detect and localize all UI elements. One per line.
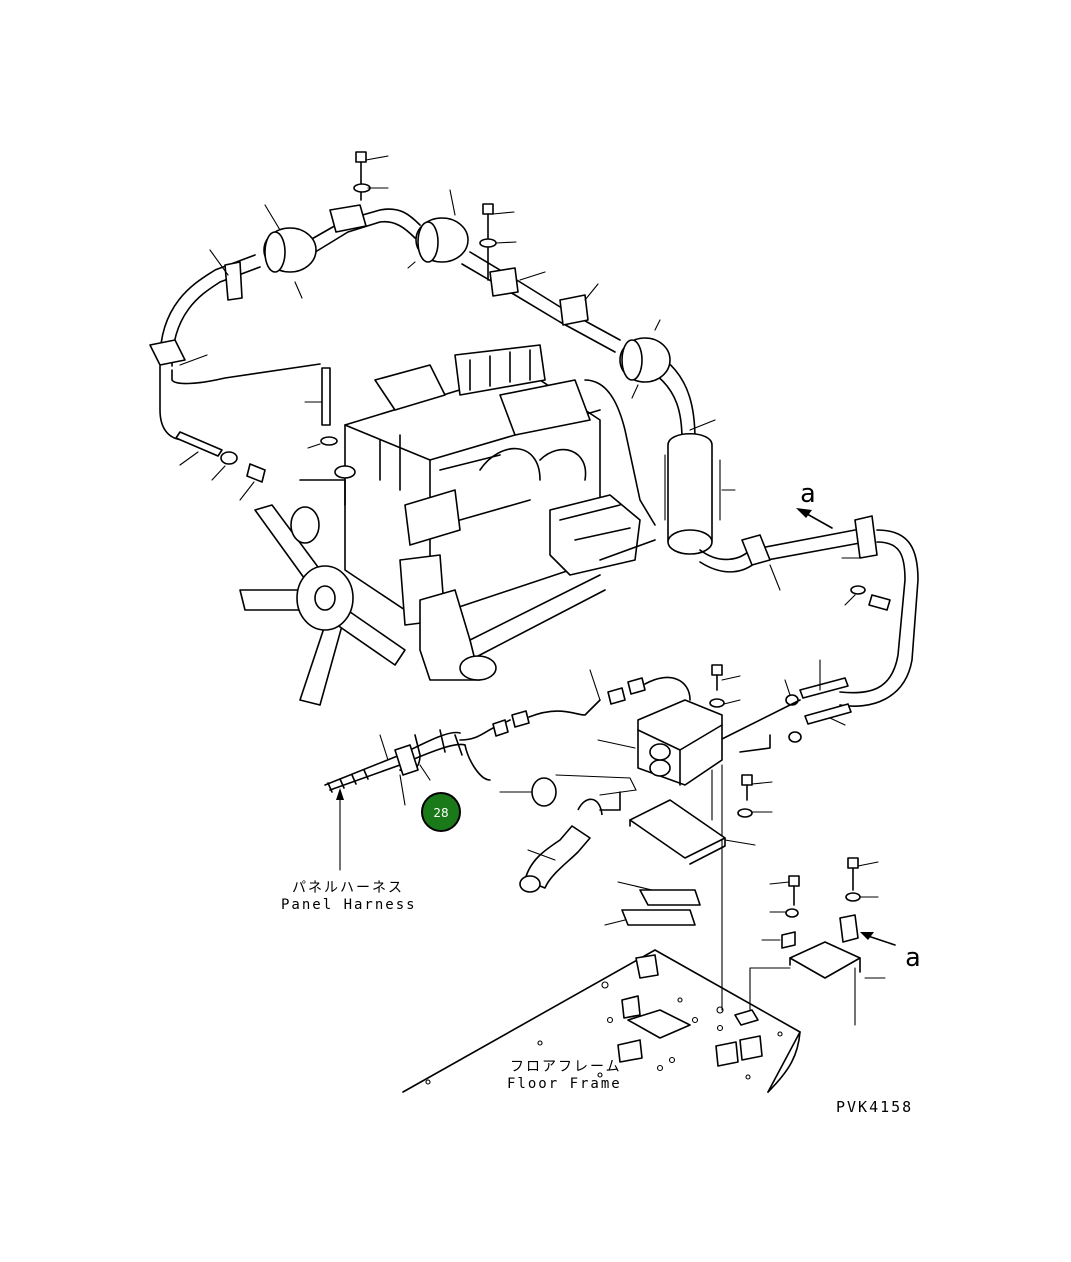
pipe bbox=[321, 367, 331, 426]
clamp bbox=[224, 261, 243, 301]
pad bbox=[621, 909, 696, 926]
panel-harness bbox=[324, 669, 691, 871]
connector bbox=[511, 710, 530, 728]
duct-clamp bbox=[577, 798, 603, 816]
callout-badge[interactable] bbox=[421, 792, 461, 832]
clip bbox=[839, 914, 859, 943]
clamp bbox=[149, 339, 186, 366]
clamp bbox=[854, 515, 878, 559]
bolt bbox=[868, 594, 891, 611]
nut bbox=[220, 451, 238, 465]
pipe bbox=[175, 431, 223, 457]
side-bracket-assembly bbox=[749, 857, 896, 1026]
connector bbox=[607, 687, 626, 705]
callout-28[interactable]: 28 bbox=[421, 792, 461, 832]
panel-harness-label-jp: パネルハーネス bbox=[292, 880, 404, 896]
connector bbox=[492, 719, 509, 737]
view-arrow-label-bottom: a bbox=[905, 943, 921, 973]
duct-cap bbox=[531, 777, 557, 807]
clamp bbox=[489, 267, 519, 297]
panel-harness-label-en: Panel Harness bbox=[281, 897, 417, 913]
clamp bbox=[559, 294, 589, 326]
bracket bbox=[789, 941, 861, 979]
clamp bbox=[329, 204, 367, 233]
clamp bbox=[741, 534, 771, 566]
drawing-code: PVK4158 bbox=[836, 1098, 913, 1116]
view-arrow-label-top: a bbox=[800, 479, 816, 509]
floor-frame-label-jp: フロアフレーム bbox=[510, 1059, 622, 1075]
pad bbox=[639, 889, 701, 906]
washer bbox=[850, 585, 866, 595]
pipe bbox=[799, 677, 849, 699]
fitting bbox=[246, 463, 266, 483]
clip bbox=[781, 931, 796, 949]
duct-hose bbox=[524, 825, 591, 889]
floor-frame bbox=[402, 949, 801, 1093]
bolt bbox=[479, 203, 497, 281]
pipe bbox=[804, 703, 852, 725]
connector bbox=[627, 677, 646, 695]
heater-core-assembly bbox=[664, 419, 919, 753]
bolt bbox=[353, 151, 371, 201]
washer bbox=[320, 436, 338, 446]
callout-number[interactable]: 28 bbox=[433, 806, 448, 820]
floor-frame-label-en: Floor Frame bbox=[507, 1076, 622, 1092]
bracket bbox=[629, 799, 726, 859]
grommet bbox=[394, 744, 419, 776]
heater-unit bbox=[499, 664, 773, 1011]
heater-hose-assembly bbox=[149, 151, 696, 501]
engine bbox=[239, 344, 656, 706]
pulley bbox=[290, 506, 320, 544]
